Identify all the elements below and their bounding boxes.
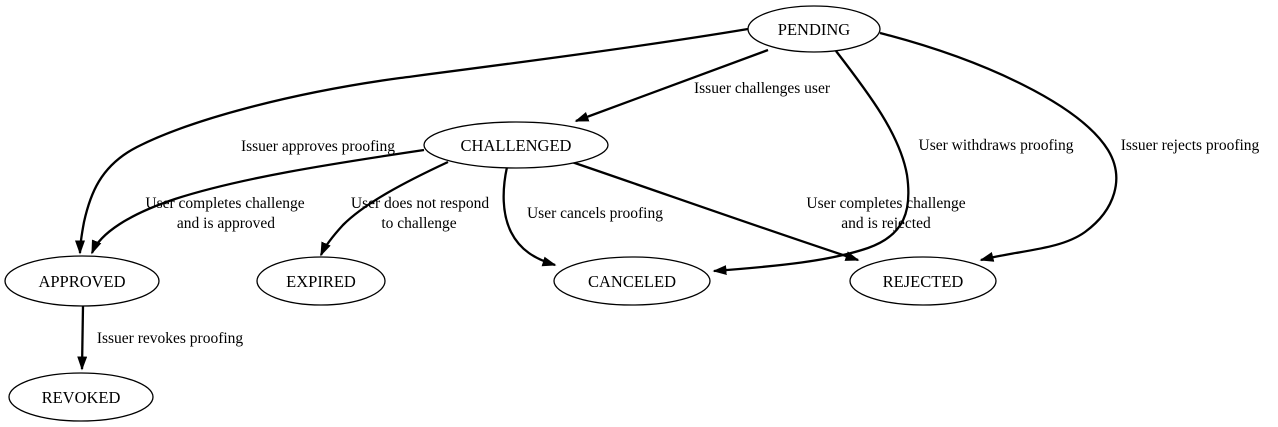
- edge-challenged-to-expired: [319, 160, 449, 257]
- edge-label-user-completes-challenge-approved-line1: User completes challenge: [145, 195, 304, 212]
- edge-pending-to-canceled: [712, 50, 910, 276]
- state-label-approved: APPROVED: [38, 272, 125, 291]
- state-ellipse-pending: [747, 5, 881, 53]
- edge-label-user-completes-challenge-approved-line2: and is approved: [177, 215, 275, 232]
- state-label-challenged: CHALLENGED: [461, 136, 572, 155]
- state-ellipse-rejected: [849, 256, 997, 306]
- state-label-canceled: CANCELED: [588, 272, 676, 291]
- edge-label-issuer-approves-proofing: Issuer approves proofing: [241, 138, 395, 155]
- edge-label-user-does-not-respond-line2: to challenge: [381, 215, 456, 232]
- state-node-challenged: CHALLENGED: [423, 121, 609, 169]
- edge-label-issuer-rejects-proofing: Issuer rejects proofing: [1121, 137, 1260, 154]
- state-node-rejected: REJECTED: [849, 256, 997, 306]
- state-ellipse-challenged: [423, 121, 609, 169]
- edge-pending-to-rejected: [879, 31, 1118, 262]
- edge-label-issuer-revokes-proofing: Issuer revokes proofing: [97, 330, 244, 347]
- edge-label-issuer-challenges-user: Issuer challenges user: [694, 80, 831, 97]
- edge-label-user-does-not-respond-line1: User does not respond: [351, 195, 489, 212]
- state-node-expired: EXPIRED: [256, 256, 386, 306]
- edge-challenged-to-rejected: [565, 158, 860, 262]
- state-node-canceled: CANCELED: [553, 256, 711, 306]
- edge-challenged-to-canceled: [502, 166, 557, 267]
- edge-label-user-withdraws-proofing: User withdraws proofing: [919, 137, 1074, 154]
- edge-pending-to-challenged: [574, 48, 769, 123]
- edge-group: [75, 27, 1118, 371]
- edge-label-user-completes-challenge-rejected-line1: User completes challenge: [806, 195, 965, 212]
- state-ellipse-revoked: [8, 372, 154, 422]
- edge-challenged-to-approved: [90, 148, 425, 255]
- state-ellipse-expired: [256, 256, 386, 306]
- state-ellipse-canceled: [553, 256, 711, 306]
- state-node-approved: APPROVED: [4, 255, 160, 307]
- edge-pending-to-approved: [75, 27, 749, 255]
- state-label-revoked: REVOKED: [42, 388, 121, 407]
- edge-approved-to-revoked: [77, 305, 88, 371]
- state-ellipse-approved: [4, 255, 160, 307]
- state-label-pending: PENDING: [778, 20, 850, 39]
- state-node-revoked: REVOKED: [8, 372, 154, 422]
- edge-label-user-completes-challenge-rejected-line2: and is rejected: [841, 215, 931, 232]
- state-label-expired: EXPIRED: [286, 272, 356, 291]
- edge-label-group: Issuer challenges user Issuer approves p…: [97, 80, 1260, 347]
- state-label-rejected: REJECTED: [883, 272, 964, 291]
- edge-label-user-cancels-proofing: User cancels proofing: [527, 205, 663, 222]
- state-node-pending: PENDING: [747, 5, 881, 53]
- node-group: PENDING CHALLENGED APPROVED EXPIRED CANC…: [4, 5, 997, 422]
